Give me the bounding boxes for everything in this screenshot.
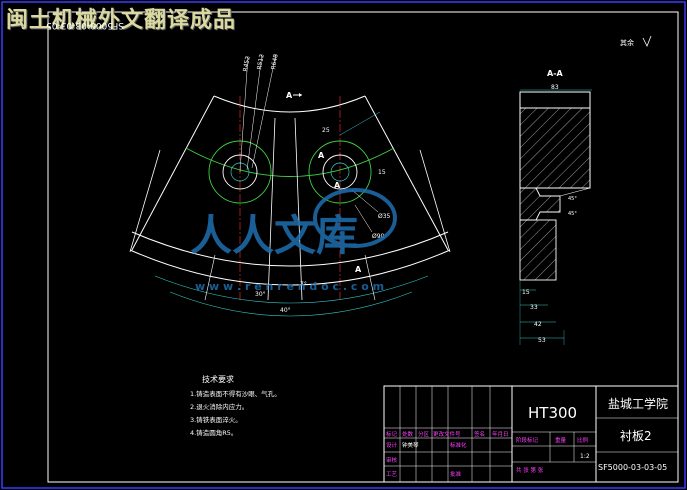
label-process: 工艺 (386, 471, 398, 478)
label-change-doc: 更改文件号 (433, 430, 461, 438)
label-zone: 分区 (418, 430, 430, 438)
tech-item-4: 4.铸造圆角R5。 (190, 428, 237, 437)
label-review: 审核 (386, 456, 398, 464)
title-block: HT300 盐城工学院 衬板2 SF5000-03-03-05 1:2 标记 处… (383, 385, 679, 483)
section-marker-a4: A (355, 265, 362, 274)
angle-7: 7° (300, 281, 307, 288)
label-sheets: 共 张 第 张 (516, 466, 544, 474)
label-stage-mark: 阶段标记 (516, 436, 539, 444)
radius-label-2: R512 (256, 53, 266, 70)
section-marker-a2: A (318, 151, 325, 160)
radius-label-3: R648 (270, 53, 280, 70)
tech-item-1: 1.铸造表面不得有沙眼、气孔。 (190, 389, 281, 398)
radius-label-1: R452 (242, 55, 252, 72)
label-design: 设计 (386, 441, 398, 449)
scale-value: 1:2 (580, 453, 590, 460)
dim-d35: Ø35 (378, 213, 391, 220)
section-chamfer-2: 45° (568, 211, 577, 217)
watermark-brand: 人人文库 (190, 211, 358, 260)
part-name: 衬板2 (620, 429, 652, 443)
roughness-symbol-icon (642, 35, 652, 47)
section-marker-a3: A (334, 181, 341, 190)
watermark-title: 闽土机械外文翻译成品 (6, 8, 237, 33)
section-dim-15: 15 (522, 289, 530, 296)
dim-d90: Ø90 (372, 233, 385, 240)
school-name: 盐城工学院 (608, 396, 668, 411)
label-weight: 重量 (555, 436, 567, 444)
label-ratio: 比例 (577, 436, 589, 444)
section-chamfer-1: 45° (568, 196, 577, 202)
roughness-note: 其余 (620, 38, 634, 47)
section-marker-a1: A (286, 91, 293, 100)
section-view: A-A 83 45° 45° 15 33 42 53 (519, 69, 592, 345)
dim-25: 25 (322, 127, 330, 134)
designer-name: 钟美琴 (402, 441, 419, 449)
section-dim-top: 83 (551, 84, 559, 91)
tech-item-3: 3.铸铁表面淬火。 (190, 415, 242, 424)
inner-border (47, 11, 679, 483)
label-date: 年月日 (492, 430, 509, 438)
watermark-url: w w w . r e n r e n d o c . c o m (195, 280, 384, 293)
tech-title: 技术要求 (202, 374, 234, 384)
label-sign: 签名 (474, 430, 485, 438)
label-standard: 标准化 (450, 441, 467, 449)
watermark: 人人文库 w w w . r e n r e n d o c . c o m (190, 188, 397, 293)
drawing-number: SF5000-03-03-05 (598, 463, 667, 472)
dim-15: 15 (378, 169, 386, 176)
section-dim-42: 42 (534, 321, 542, 328)
section-dim-33: 33 (530, 304, 538, 311)
label-count: 处数 (402, 430, 414, 438)
angle-30: 30° (255, 291, 266, 298)
tech-item-2: 2.退火消除内应力。 (190, 402, 248, 411)
section-title: A-A (547, 69, 564, 78)
section-dim-53: 53 (538, 337, 546, 344)
material: HT300 (528, 404, 577, 422)
angle-40: 40° (280, 307, 291, 314)
tech-requirements: 技术要求 1.铸造表面不得有沙眼、气孔。 2.退火消除内应力。 3.铸铁表面淬火… (190, 374, 281, 437)
top-left-drawing-code: SF5000-03-03-05 (46, 20, 124, 30)
label-mark: 标记 (386, 430, 398, 438)
label-approve: 批准 (450, 470, 462, 478)
sector-view: R452 R512 R648 25 15 Ø35 Ø90 7° 30° 40° … (129, 53, 451, 317)
